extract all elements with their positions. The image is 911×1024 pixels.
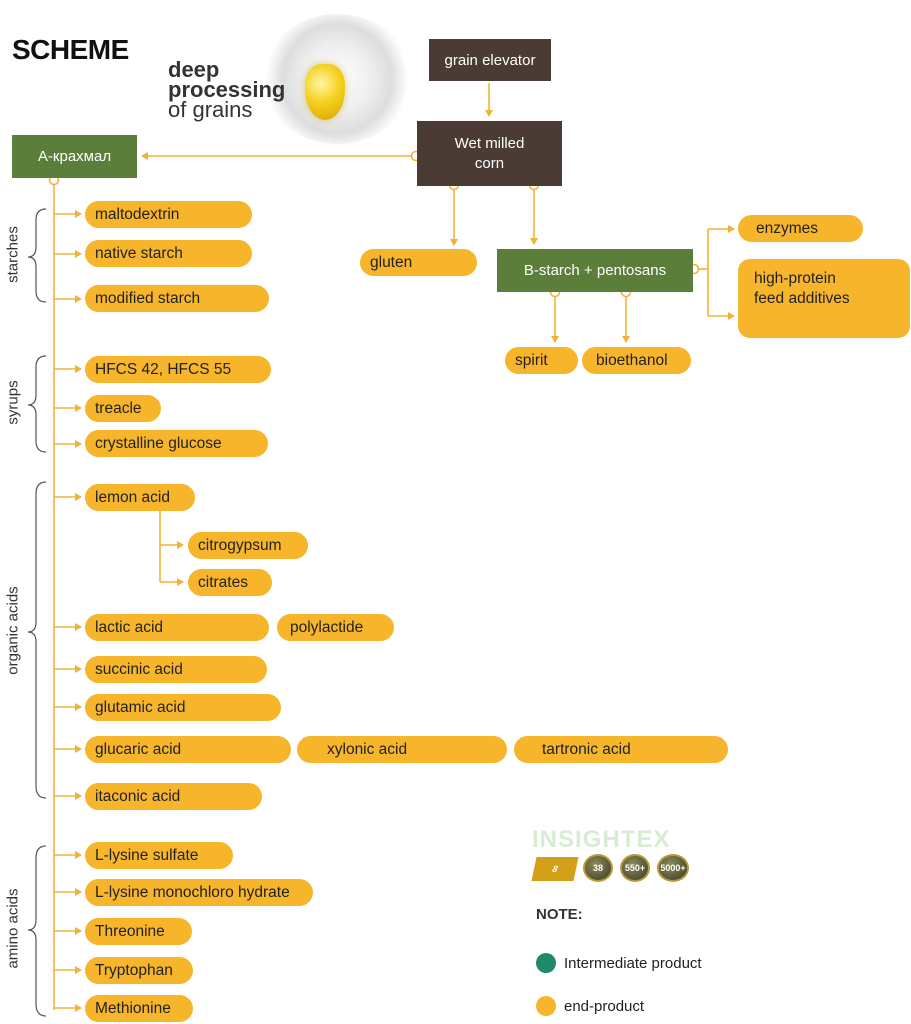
product-hfcs: HFCS 42, HFCS 55	[85, 356, 271, 383]
legend-intermediate-label: Intermediate product	[564, 954, 702, 972]
node-high-protein-feed-line-2: feed additives	[754, 290, 850, 307]
legend-title: NOTE:	[536, 906, 583, 923]
legend-intermediate-dot	[536, 953, 556, 973]
category-syrups: syrups	[4, 380, 22, 425]
product-glutamic-acid: glutamic acid	[85, 694, 281, 721]
category-organic-acids: organic acids	[4, 586, 22, 675]
corn-kernel-icon	[305, 64, 345, 120]
product-polylactide: polylactide	[277, 614, 394, 641]
page-title: SCHEME	[12, 34, 129, 65]
legend-intermediate: Intermediate product	[536, 953, 702, 973]
product-native-starch: native starch	[85, 240, 252, 267]
product-tartronic-acid: tartronic acid	[514, 736, 728, 763]
node-high-protein-feed-line-1: high-protein	[754, 270, 836, 287]
product-glucaric-acid: glucaric acid	[85, 736, 291, 763]
node-a-starch: А-крахмал	[12, 135, 137, 178]
badge-reports: 550+	[620, 854, 650, 882]
node-wet-milled-corn-line-2: corn	[474, 154, 505, 172]
category-starches: starches	[4, 226, 22, 283]
node-wet-milled-corn-line-1: Wet milled	[454, 134, 525, 152]
product-treacle: treacle	[85, 395, 161, 422]
product-citrates: citrates	[188, 569, 272, 596]
legend-end-product: end-product	[536, 996, 644, 1016]
product-methionine: Methionine	[85, 995, 193, 1022]
product-xylonic-acid: xylonic acid	[297, 736, 507, 763]
subtitle-line-3: of grains	[168, 97, 253, 122]
subtitle-line-2: processing	[168, 77, 286, 102]
product-l-lysine-monochloro-hydrate: L-lysine monochloro hydrate	[85, 879, 313, 906]
product-itaconic-acid: itaconic acid	[85, 783, 262, 810]
badge-countries: 38	[583, 854, 613, 882]
node-enzymes: enzymes	[738, 215, 863, 242]
node-spirit: spirit	[505, 347, 578, 374]
product-threonine: Threonine	[85, 918, 192, 945]
category-amino-acids: amino acids	[4, 888, 22, 969]
node-gluten: gluten	[360, 249, 477, 276]
badge-years: 8	[531, 857, 579, 881]
node-bioethanol: bioethanol	[582, 347, 691, 374]
product-lactic-acid: lactic acid	[85, 614, 269, 641]
product-l-lysine-sulfate: L-lysine sulfate	[85, 842, 233, 869]
product-maltodextrin: maltodextrin	[85, 201, 252, 228]
node-b-starch-pentosans: B-starch + pentosans	[497, 249, 693, 292]
product-tryptophan: Tryptophan	[85, 957, 193, 984]
product-citrogypsum: citrogypsum	[188, 532, 308, 559]
subtitle-line-1: deep	[168, 57, 220, 82]
node-grain-elevator: grain elevator	[429, 39, 551, 81]
node-wet-milled-corn: Wet milled corn	[417, 121, 562, 186]
product-succinic-acid: succinic acid	[85, 656, 267, 683]
page-subtitle: deep processing of grains	[168, 57, 286, 122]
legend-end-product-dot	[536, 996, 556, 1016]
insightex-logo: INSIGHTEX	[532, 826, 671, 853]
legend-end-product-label: end-product	[564, 997, 645, 1015]
product-lemon-acid: lemon acid	[85, 484, 195, 511]
product-crystalline-glucose: crystalline glucose	[85, 430, 268, 457]
badge-clients: 5000+	[657, 854, 689, 882]
product-modified-starch: modified starch	[85, 285, 269, 312]
node-high-protein-feed: high-protein feed additives	[738, 259, 910, 338]
